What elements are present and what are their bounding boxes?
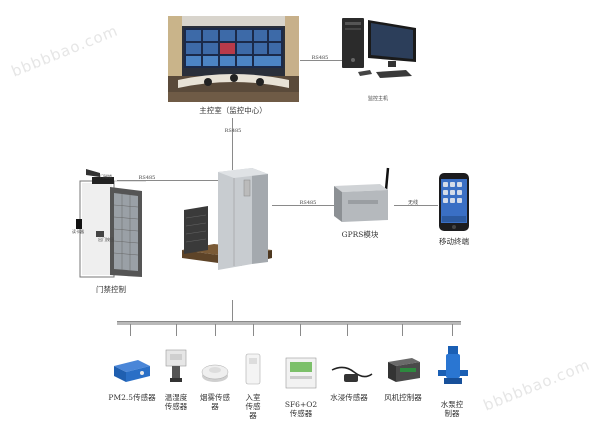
door-control-image [66,165,146,280]
smoke-sensor-image [200,360,230,384]
drop-1 [130,324,131,336]
monitoring-host-label: 监控主机 [367,96,388,102]
watermark-bottom-right: bbbbbao.com [480,355,593,415]
sensor-label-2: 温湿度 传感器 [164,393,188,411]
label-gprs-mobile-link: 无线 [407,200,418,206]
label-room-host-link: RS485 [311,55,329,61]
line-cabinet-to-gprs [272,205,334,206]
line-cabinet-to-bus [232,300,233,322]
control-room-label: 主控室（监控中心） [199,106,267,115]
sensor-label-1: PM2.5传感器 [108,393,156,402]
sensor-bus [117,321,461,325]
label-cabinet-gprs-link: RS485 [299,200,317,206]
label-door-link: RS485 [138,175,156,181]
door-control-label: 门禁控制 [96,285,126,294]
drop-8 [452,324,453,336]
line-room-down [232,118,233,170]
temp-humidity-sensor-image [164,348,188,384]
line-door-to-cabinet [117,180,237,181]
cabinet-unit-image [178,166,274,280]
exit-button-label: 出门按钮 [98,237,114,242]
sensor-label-7: 风机控制器 [384,393,422,402]
label-room-down-link: RS485 [224,128,242,134]
gprs-module-image [330,166,396,226]
sensor-label-8: 水泵控 制器 [440,400,464,418]
drop-3 [215,324,216,336]
gprs-module-label: GPRS模块 [341,230,379,239]
drop-7 [402,324,403,336]
monitoring-host-image [340,14,420,80]
control-room-photo [168,16,299,102]
drop-6 [347,324,348,336]
line-room-to-host [300,60,342,61]
drop-5 [300,324,301,336]
mobile-terminal-label: 移动终端 [439,237,469,246]
water-leak-sensor-image [330,364,374,386]
watermark-top-left: bbbbbao.com [8,21,121,81]
mobile-terminal-image [438,172,470,232]
door-lock-label: 门磁锁 [100,174,112,179]
sensor-label-5: SF6+O2 传感器 [284,400,318,418]
intrusion-sensor-image [244,352,262,386]
sensor-label-4: 入室 传感 器 [245,393,261,420]
pump-controller-image [438,344,468,386]
drop-2 [176,324,177,336]
sf6-o2-sensor-image [284,356,318,390]
sensor-label-3: 烟雾传感 器 [200,393,230,411]
sensor-label-6: 水浸传感器 [330,393,368,402]
fan-controller-image [386,354,422,384]
drop-4 [253,324,254,336]
pm25-sensor-image [112,356,152,384]
card-reader-label: 读卡器 [72,229,84,234]
line-gprs-to-mobile [394,205,438,206]
